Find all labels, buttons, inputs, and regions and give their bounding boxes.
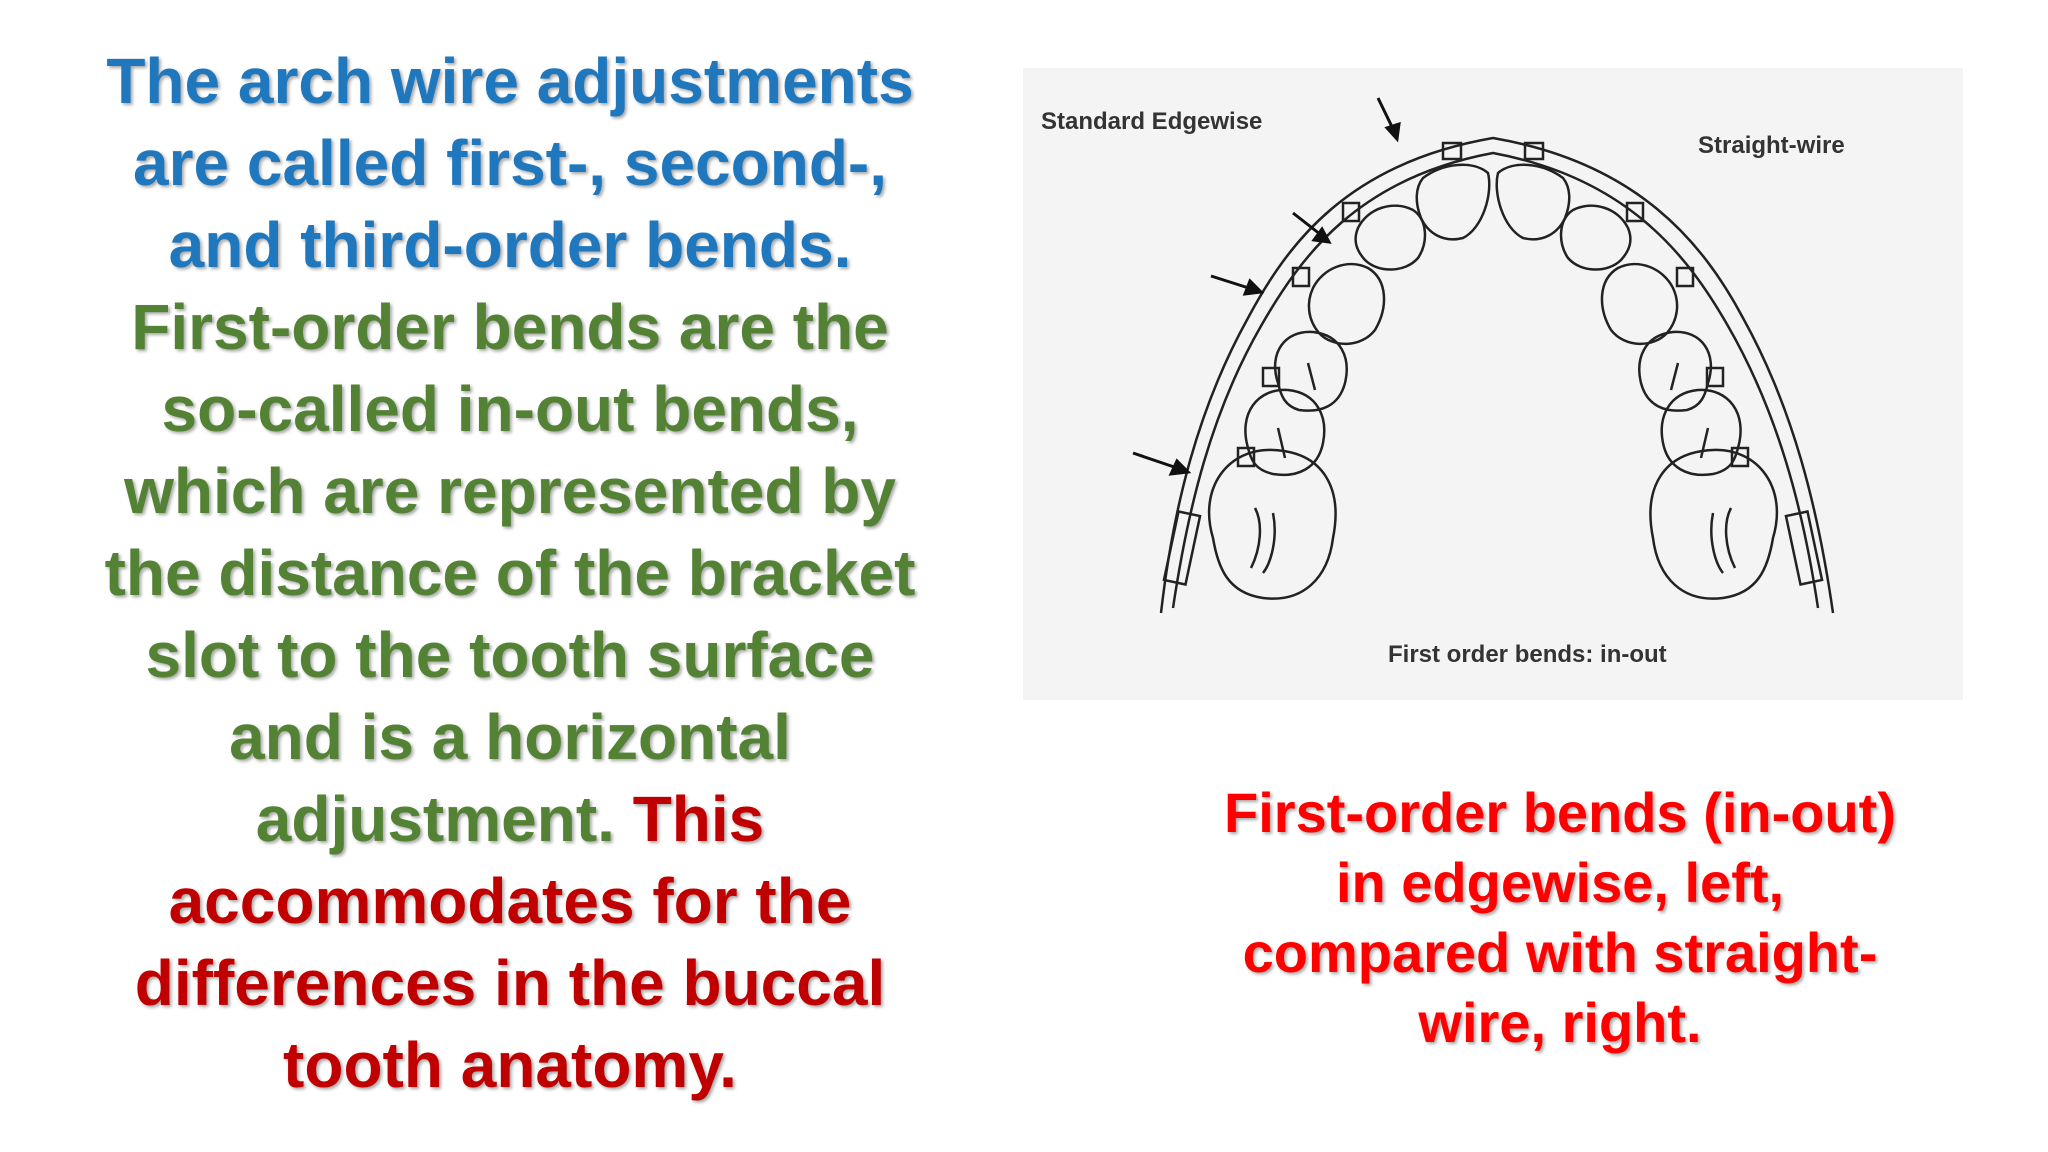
bracket-right (1705, 366, 1725, 388)
label-standard-edgewise: Standard Edgewise (1041, 108, 1263, 135)
caption-line: compared with straight- (1242, 921, 1878, 984)
tooth-central-left (1415, 163, 1491, 241)
main-text-fragment: tooth anatomy (283, 1029, 720, 1101)
main-text-line: and is a horizontal (229, 701, 791, 773)
main-text-fragment: This (632, 783, 765, 855)
arch-wire-inner (1171, 151, 1820, 609)
main-text-line: are called first-, second-, (132, 127, 888, 199)
bracket-left (1291, 266, 1311, 288)
main-text-line: and third-order bends. (168, 209, 852, 281)
caption-line: First-order bends (in-out) (1224, 781, 1896, 844)
main-text-line: the distance of the bracket (104, 537, 916, 609)
tooth-lateral-right (1559, 204, 1632, 271)
main-text-mixed-line: tooth anatomy. (70, 1024, 950, 1106)
arch-wire (1159, 136, 1835, 614)
tooth-molar-left (1207, 448, 1337, 600)
tooth-marking (1669, 362, 1680, 391)
label-straight-wire: Straight-wire (1698, 132, 1845, 159)
tooth-premolar-right (1660, 388, 1742, 477)
main-text-line: First-order bends are the (131, 291, 889, 363)
tooth-molar-right (1649, 448, 1779, 600)
main-text-line: differences in the buccal (134, 947, 886, 1019)
tooth-canine-right (1600, 262, 1679, 346)
main-text-mixed-line: adjustment. This (70, 778, 950, 860)
trailing-period: . (719, 1029, 737, 1101)
tooth-canine-left (1307, 262, 1386, 346)
main-text-fragment: adjustment. (255, 783, 615, 855)
main-text-line: The arch wire adjustments (106, 45, 914, 117)
arrowhead (1168, 458, 1192, 476)
main-text-line: which are represented by (124, 455, 896, 527)
arrowhead (1384, 121, 1401, 143)
bracket-molar-left (1162, 509, 1202, 587)
main-text-line: so-called in-out bends, (161, 373, 859, 445)
tooth-marking (1276, 427, 1287, 459)
caption-line: wire, right. (1418, 991, 1702, 1054)
label-first-order-bends: First order bends: in-out (1388, 641, 1667, 668)
tooth-marking (1710, 507, 1737, 574)
main-text-block: The arch wire adjustments are called fir… (70, 40, 950, 1106)
bracket-left (1236, 446, 1256, 468)
main-text-line: slot to the tooth surface (145, 619, 875, 691)
tooth-premolar-left (1273, 330, 1348, 412)
bracket-left (1261, 366, 1281, 388)
bracket-right (1625, 201, 1645, 223)
tooth-central-right (1495, 163, 1571, 241)
bracket-right (1675, 266, 1695, 288)
figure-caption: First-order bends (in-out) in edgewise, … (1150, 778, 1970, 1058)
arrowhead (1311, 226, 1332, 244)
main-text-line: accommodates for the (168, 865, 852, 937)
tooth-marking (1306, 362, 1317, 391)
dental-arch-diagram (1132, 97, 1835, 614)
tooth-marking (1249, 507, 1276, 574)
tooth-premolar-left (1244, 388, 1326, 477)
bracket-left (1341, 201, 1361, 223)
tooth-marking (1699, 427, 1710, 459)
dental-arch-figure: Standard Edgewise Straight-wire First or… (1023, 68, 1963, 700)
bracket-right (1523, 141, 1545, 161)
arrowhead (1242, 278, 1265, 296)
bracket-molar-right (1784, 509, 1824, 587)
tooth-premolar-right (1638, 330, 1713, 412)
tooth-lateral-left (1354, 204, 1427, 271)
bracket-left (1441, 141, 1463, 161)
bracket-right (1730, 446, 1750, 468)
caption-line: in edgewise, left, (1335, 851, 1785, 914)
